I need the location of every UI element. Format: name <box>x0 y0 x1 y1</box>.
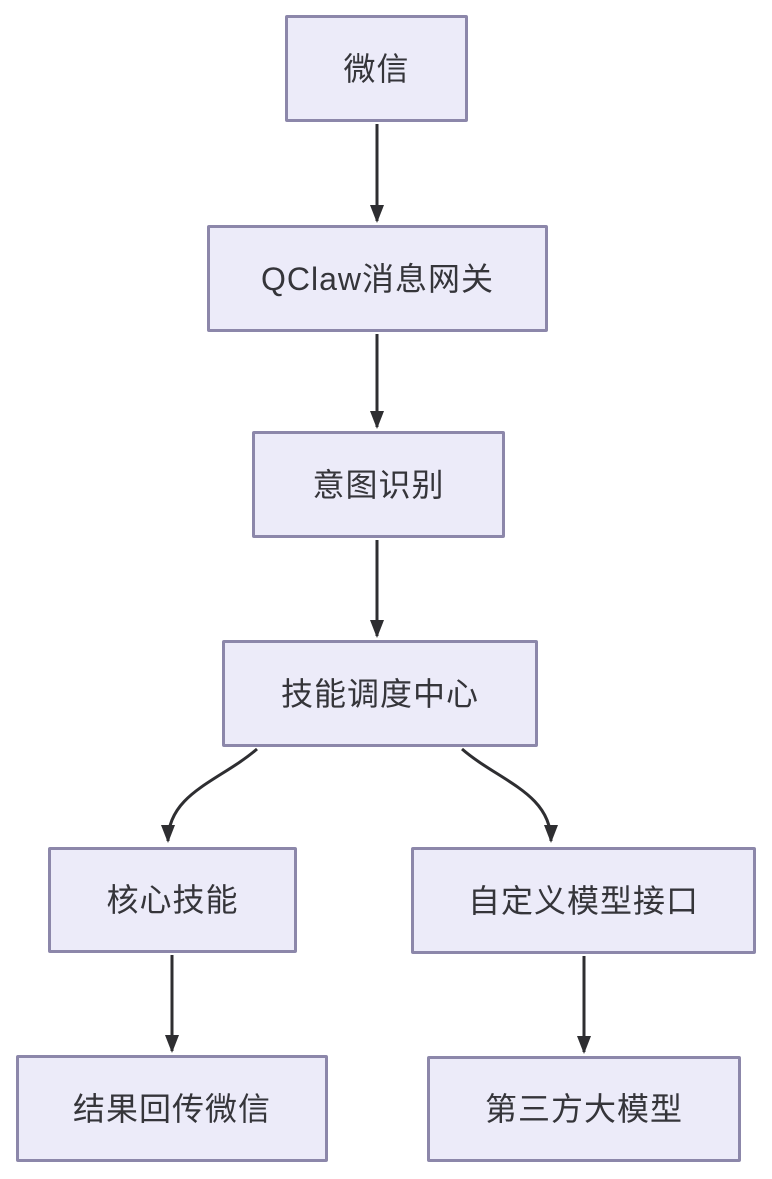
edge-dispatch-to-core-skills <box>161 747 258 843</box>
node-qclaw-message-gateway-label: QClaw消息网关 <box>260 260 495 297</box>
node-result-back-to-wechat: 结果回传微信 <box>16 1055 328 1162</box>
node-third-party-llm: 第三方大模型 <box>427 1056 741 1162</box>
node-qclaw-message-gateway: QClaw消息网关 <box>207 225 548 332</box>
node-core-skills: 核心技能 <box>48 847 297 953</box>
node-skill-dispatch-center: 技能调度中心 <box>222 640 538 747</box>
node-wechat: 微信 <box>285 15 468 122</box>
node-result-back-to-wechat-label: 结果回传微信 <box>72 1090 271 1127</box>
node-custom-model-interface: 自定义模型接口 <box>411 847 756 954</box>
edge-dispatch-to-custom-model <box>461 747 558 843</box>
node-intent-recognition-label: 意图识别 <box>312 466 445 503</box>
node-skill-dispatch-center-label: 技能调度中心 <box>280 675 479 712</box>
node-third-party-llm-label: 第三方大模型 <box>484 1091 683 1127</box>
node-core-skills-label: 核心技能 <box>106 882 239 918</box>
node-wechat-label: 微信 <box>343 50 410 87</box>
node-intent-recognition: 意图识别 <box>252 431 505 538</box>
node-custom-model-interface-label: 自定义模型接口 <box>467 882 699 919</box>
